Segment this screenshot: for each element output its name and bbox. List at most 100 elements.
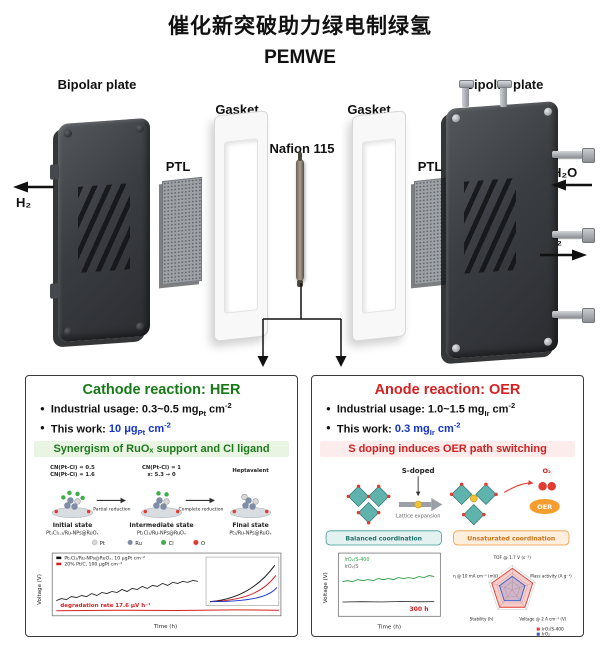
state-label-2: Intermediate state — [129, 522, 193, 529]
gasket-left — [214, 110, 268, 342]
radar-axis-4: η @ 10 mA cm⁻² (mV) — [453, 574, 498, 579]
corner-bolt-icon — [544, 337, 552, 347]
cathode-loading-value: 10 μgPt cm-2 — [108, 420, 171, 438]
y-axis-label: Voltage (V) — [323, 573, 329, 604]
anode-title: Anode reaction: OER — [374, 382, 521, 398]
corner-bolt-icon — [136, 124, 144, 133]
stability-annotation: 300 h — [409, 606, 428, 613]
assembly-bolt-icon — [552, 311, 586, 318]
label-ptl-left: PTL — [165, 159, 191, 174]
cathode-panel: Cathode reaction: HER ●Industrial usage:… — [25, 375, 298, 637]
voltage-trace-dark — [342, 601, 435, 603]
x-axis-label: Time (h) — [153, 624, 177, 630]
bolt-nut-icon — [582, 148, 595, 163]
cathode-this-work: ●This work: 10 μgPt cm-2 — [40, 420, 171, 438]
degradation-annotation: degradation rate 17.6 μV h⁻¹ — [60, 602, 151, 609]
lattice-expansion-label: Lattice expansion — [396, 514, 441, 520]
h2-out-arrow — [13, 181, 54, 193]
label-bipolar-plate-left: Bipolar plate — [57, 77, 137, 92]
chart-legend-1: Pt₁Cl₂/Ru-NPs@RuOₓ, 10 μgPt cm⁻² — [64, 556, 145, 562]
label-nafion-115: Nafion 115 — [269, 141, 335, 156]
corner-bolt-icon — [64, 327, 72, 336]
radar-legend-2: IrO₂ — [541, 632, 549, 637]
label-h2o-in: H₂O — [552, 165, 578, 180]
port-tab — [50, 283, 59, 299]
anode-this-work: ●This work: 0.3 mgIr cm-2 — [326, 420, 461, 438]
chart-legend-2: 20% Pt/C, 100 μgPt cm⁻² — [64, 562, 122, 568]
figure-header: 催化新突破助力绿电制绿氢 PEMWE — [0, 0, 600, 69]
arrow-label-2: Complete reduction — [179, 507, 224, 513]
bullet-icon: ● — [40, 423, 45, 433]
state-label-3: Final state — [232, 522, 268, 529]
unsaturated-coordination-box — [453, 530, 570, 546]
x-axis-label: Time (h) — [377, 625, 401, 631]
balanced-coordination-label: Balanced coordination — [345, 536, 422, 543]
radar-axis-0: TOF @ 1.7 V (s⁻¹) — [492, 555, 531, 561]
pt-legend-dot-icon — [91, 539, 98, 546]
cn-label-2a: CN(Pt-Cl) = 1 — [142, 465, 181, 471]
radar-legend-swatch-blue — [536, 632, 540, 636]
label-h2-out: H₂ — [16, 195, 32, 210]
top-stud-icon — [500, 85, 507, 107]
cn-label-3: Heptavalent — [232, 468, 269, 474]
cathode-mechanism-scheme: CN(Pt-Cl) = 0.5 CN(Pt-Cl) = 1.6 CN(Pt-Cl… — [46, 465, 272, 547]
figure-title: 催化新突破助力绿电制绿氢 — [168, 15, 432, 38]
unsaturated-coordination-label: Unsaturated coordination — [467, 536, 555, 543]
oxygen-molecule-icon — [547, 482, 556, 491]
corner-bolt-icon — [64, 129, 72, 138]
radar-series-s400 — [490, 567, 533, 608]
catalyst-cluster-final — [230, 494, 272, 519]
radar-legend-swatch-red — [536, 627, 540, 631]
formula-2: Pt₁Cl₂/Ru-NPs@RuOₓ — [137, 531, 186, 537]
panel-connector-lines — [257, 283, 347, 367]
svg-text:O: O — [201, 541, 205, 547]
radar-series-iro2 — [498, 576, 526, 602]
corner-bolt-icon — [136, 322, 144, 331]
cl-legend-dot-icon — [160, 540, 167, 546]
assembly-bolt-icon — [552, 151, 586, 158]
svg-text:Cl: Cl — [169, 541, 174, 547]
anode-loading-value: 0.3 mgIr cm-2 — [394, 420, 461, 438]
anode-mechanism-banner: S doping induces OER path switching — [320, 441, 575, 458]
chart-legend-2: IrO₂/S — [344, 564, 358, 570]
bolt-nut-icon — [582, 228, 595, 243]
oer-badge — [529, 499, 560, 515]
voltage-trace-red — [56, 609, 279, 612]
anode-durability-chart: IrO₂/S-400 IrO₂/S 300 h Voltage (V) Time… — [323, 552, 441, 631]
anode-charts-row: IrO₂/S-400 IrO₂/S 300 h Voltage (V) Time… — [320, 549, 575, 637]
formula-1: Pt₁Cl₅.₃/Ru-NPs@RuOₓ — [46, 531, 99, 537]
flow-field-slots — [78, 183, 130, 273]
radar-grid — [488, 565, 536, 611]
stud-cap-icon — [459, 80, 474, 88]
bipolar-plate-left — [50, 117, 150, 343]
stud-cap-icon — [497, 80, 512, 88]
sulfur-atom-icon — [414, 500, 422, 509]
anode-industrial-usage: ●Industrial usage: 1.0~1.5 mgIr cm-2 — [326, 401, 516, 418]
svg-text:Pt: Pt — [100, 541, 105, 547]
bullet-icon: ● — [40, 403, 45, 413]
label-ptl-right: PTL — [417, 159, 443, 174]
catalyst-cluster-initial — [51, 490, 93, 519]
radar-legend-1: IrO₂/S-400 — [541, 627, 563, 633]
oxygen-molecule-icon — [538, 482, 547, 491]
figure-subtitle: PEMWE — [264, 47, 336, 68]
cathode-mechanism-banner: Synergism of RuOₓ support and Cl ligand — [34, 441, 289, 458]
corner-bolt-icon — [544, 107, 552, 117]
o2-release-arrow — [503, 480, 534, 494]
cn-label-1b: CN(Pt-Cl) = 1.6 — [50, 472, 95, 478]
arrow-label-1: Partial reduction — [93, 507, 130, 513]
svg-text:Ru: Ru — [135, 541, 142, 547]
ptl-left — [162, 176, 202, 286]
catalyst-cluster-intermediate — [140, 491, 183, 519]
anode-mechanism-scheme: S-doped Lattice expansion O₂ — [325, 466, 570, 546]
pemwe-exploded-view: Bipolar plate Gasket Nafion 115 Gasket P… — [0, 73, 600, 369]
reaction-panels: Cathode reaction: HER ●Industrial usage:… — [0, 369, 600, 637]
y-axis-label: Voltage (V) — [37, 574, 43, 605]
radar-axis-2: Voltage @ 2 A cm⁻² (V) — [519, 617, 566, 622]
irox-lattice-s-doped — [449, 482, 498, 526]
radar-axis-3: Stability (h) — [469, 617, 493, 622]
atom-legend: Pt Ru Cl O — [91, 539, 205, 547]
ru-legend-dot-icon — [127, 540, 133, 546]
balanced-coordination-box — [325, 530, 442, 546]
